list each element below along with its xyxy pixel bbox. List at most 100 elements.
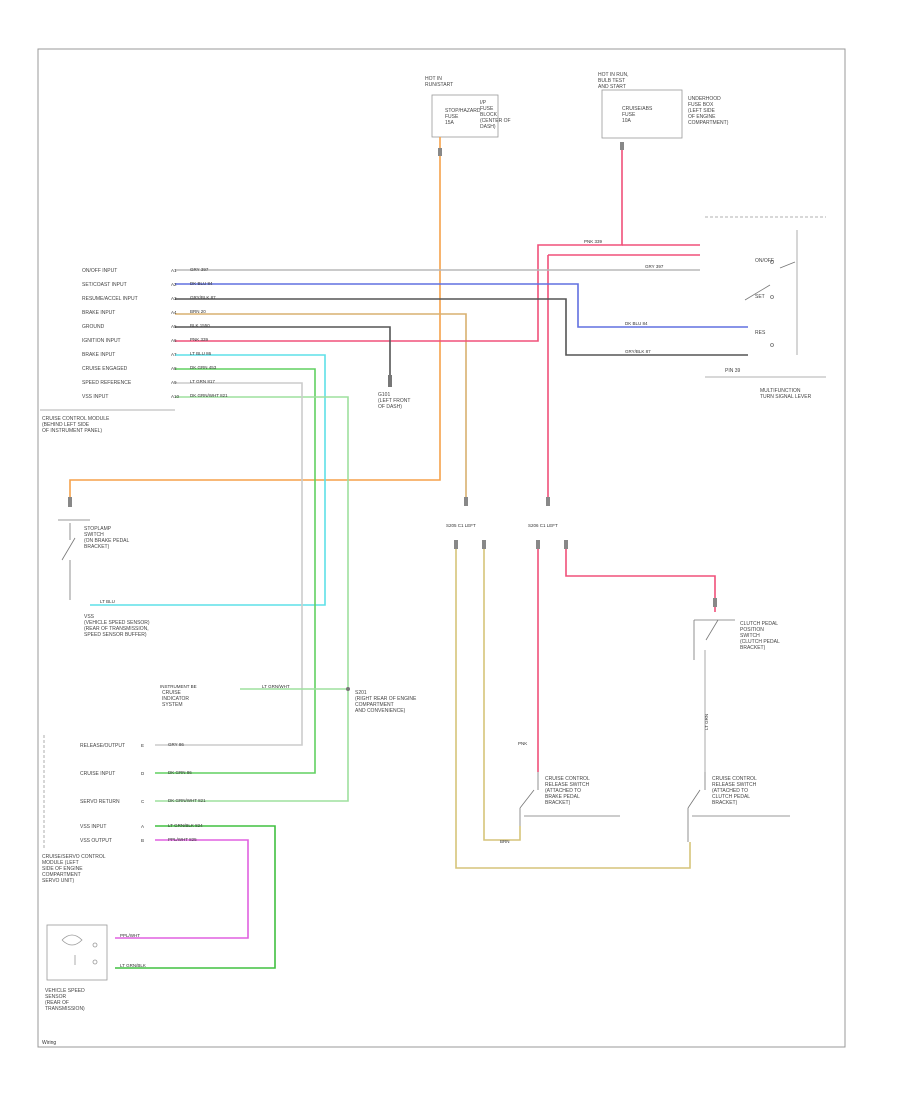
rl-label-line: BRACKET) — [545, 800, 571, 806]
mf-wire-set: DK BLU 84 — [625, 321, 648, 326]
servo-pin-id: B — [141, 838, 144, 843]
module-pin-id: A4 — [171, 310, 177, 315]
stoplamp-wire: LT BLU — [100, 599, 115, 604]
module-pin-wire: BLK 1550 — [190, 323, 210, 328]
module-pin-wire: LT GRN 817 — [190, 379, 215, 384]
splice-left: S205 C1 LEFT — [446, 523, 476, 528]
wire-lightgreen-ref — [155, 396, 349, 802]
module-pin-wire: GRY 397 — [190, 267, 209, 272]
ground-label-line: OF DASH) — [378, 404, 402, 410]
servo-pin-wire: LT GRN/BLK 824 — [168, 823, 203, 828]
rr-label-line: BRACKET) — [712, 800, 738, 806]
rr-label-line: CRUISE CONTROL — [712, 776, 757, 782]
servo-pin-id: A — [141, 824, 144, 829]
ftl-side-line: (CENTER OF — [480, 118, 511, 124]
mf-labels-line: ON/OFF — [755, 258, 774, 264]
ftr-side-line: (LEFT SIDE — [688, 108, 716, 114]
ftr-inner-line: CRUISE/ABS — [622, 106, 653, 112]
module-pin-label: RESUME/ACCEL INPUT — [82, 296, 138, 302]
ftr-inner-line: 10A — [622, 118, 632, 124]
mf-labels-line: SET — [755, 294, 765, 300]
module-pin-wire: DK GRN/WHT 821 — [190, 393, 228, 398]
vss-label-line: SPEED SENSOR BUFFER) — [84, 632, 147, 638]
module-pin-label: VSS INPUT — [82, 394, 108, 400]
wire-green-engaged — [155, 368, 316, 774]
servo-pin-wire: PPL/WHT 825 — [168, 837, 197, 842]
diagram-footer: Wiring — [42, 1040, 56, 1046]
module-pin-label: SET/COAST INPUT — [82, 282, 127, 288]
servo-pin-label: VSS INPUT — [80, 824, 106, 830]
module-pin-id: A7 — [171, 352, 177, 357]
clutch-label-line: (CLUTCH PEDAL — [740, 639, 780, 645]
servo-label-line: COMPARTMENT — [42, 872, 81, 878]
clutch-label-line: CLUTCH PEDAL — [740, 621, 778, 627]
fuse-top-left-terminal — [438, 148, 442, 156]
instrument-wire: LT GRN/WHT — [262, 684, 290, 689]
stoplamp-label-line: STOPLAMP — [84, 526, 112, 532]
module-pin-label: IGNITION INPUT — [82, 338, 121, 344]
rr-label-line: (ATTACHED TO — [712, 788, 748, 794]
ftr-side-line: OF ENGINE — [688, 114, 716, 120]
instrument-left: INSTRUMENT BE — [160, 684, 197, 689]
fuse-box-top-right — [601, 89, 683, 139]
wire-cyan-brake — [90, 354, 326, 606]
module-pin-wire: PNK 339 — [190, 337, 209, 342]
module-pin-wire: LT BLU 86 — [190, 351, 212, 356]
module-pin-id: A5 — [171, 324, 177, 329]
splice-right: S206 C1 LEFT — [528, 523, 558, 528]
wire-gray-thin — [155, 382, 303, 746]
ftl-header-line: HOT IN — [425, 76, 442, 82]
module-pin-id: A9 — [171, 380, 177, 385]
mf-wire-resume: GRY/BLK 87 — [625, 349, 651, 354]
mf-wire-top: PNK 339 — [584, 239, 603, 244]
ftl-inner-line: FUSE — [445, 114, 459, 120]
multifunction-labels: ON/OFF SET RES — [755, 258, 774, 336]
diagram-frame — [37, 48, 846, 1048]
stoplamp-label-line: SWITCH — [84, 532, 104, 538]
stoplamp-label-line: BRACKET) — [84, 544, 110, 550]
wire-darkgreen-vss — [115, 825, 276, 969]
ftl-side-line: BLOCK — [480, 112, 498, 118]
clutch-switch-symbol — [693, 619, 735, 660]
inst-right-line: INDICATOR — [162, 696, 189, 702]
mf-labels-line: RES — [755, 330, 766, 336]
vss-label-line: (REAR OF TRANSMISSION, — [84, 626, 149, 632]
ground-label-line: G101 — [378, 392, 390, 398]
rr-label-line: CLUTCH PEDAL — [712, 794, 750, 800]
sensor-symbol — [61, 934, 98, 965]
instrument-splice: S201(RIGHT REAR OF ENGINECOMPARTMENTAND … — [355, 690, 417, 714]
fuse-top-right-terminal — [620, 142, 624, 150]
wire-violet-vss — [115, 839, 249, 939]
sensor-label-line: VEHICLE SPEED — [45, 988, 85, 994]
servo-pin-wire: GRY 86 — [168, 742, 184, 747]
inst-splice-line: S201 — [355, 690, 367, 696]
wire-pink-fuse — [175, 150, 623, 342]
servo-pin-id: E — [141, 743, 144, 748]
ftr-inner-line: FUSE — [622, 112, 636, 118]
rl-label-line: RELEASE SWITCH — [545, 782, 590, 788]
servo-label-line: CRUISE/SERVO CONTROL — [42, 854, 106, 860]
module-pin-wire: GRY/BLK 87 — [190, 295, 216, 300]
wire-orange-stoplamp — [69, 158, 441, 500]
wire-pink-s206 — [547, 254, 700, 500]
sensor-label-line: SENSOR — [45, 994, 67, 1000]
wire-brown-brake — [175, 313, 467, 500]
inst-splice-line: (RIGHT REAR OF ENGINE — [355, 696, 417, 702]
wire-tan-s205-right — [483, 545, 521, 841]
module-pin-wire: BRN 20 — [190, 309, 206, 314]
clutch-label-line: BRACKET) — [740, 645, 766, 651]
servo-pin-label: CRUISE INPUT — [80, 771, 115, 777]
